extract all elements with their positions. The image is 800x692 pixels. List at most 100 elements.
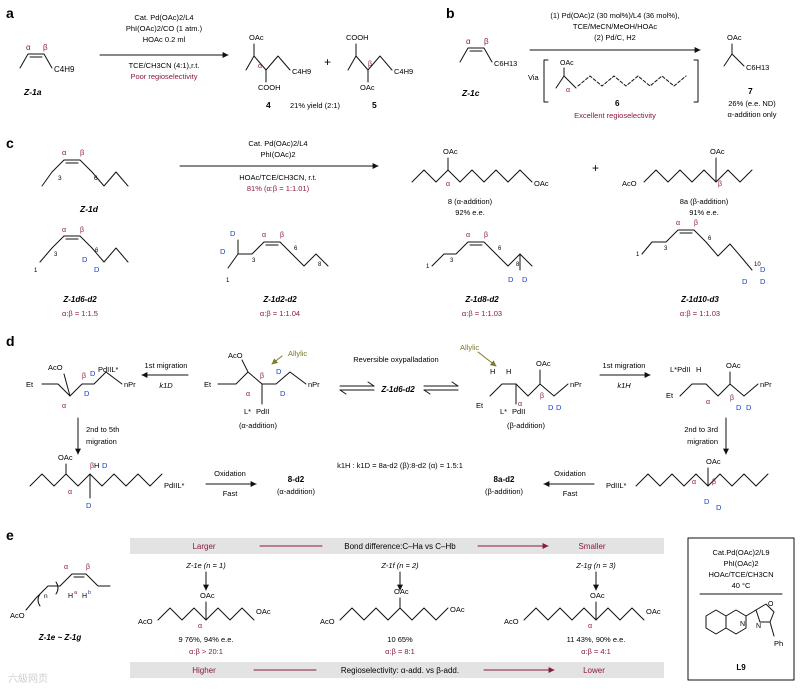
panel-a-letter: a	[6, 5, 14, 21]
svg-text:8: 8	[318, 262, 322, 268]
panel-c-letter: c	[6, 135, 14, 151]
svg-text:6: 6	[95, 248, 99, 254]
svg-text:D: D	[102, 461, 108, 470]
d-allylic-left: Allylic	[288, 349, 307, 358]
svg-text:PdII: PdII	[256, 407, 269, 416]
svg-text:N: N	[756, 623, 761, 630]
svg-text:AcO: AcO	[504, 617, 519, 626]
svg-text:AcO: AcO	[10, 611, 25, 620]
d-mig-left-1: 2nd to 5th	[86, 425, 119, 434]
cond-c-1: Cat. Pd(OAc)2/L4	[248, 139, 307, 148]
svg-text:α: α	[258, 63, 262, 70]
svg-text:D: D	[746, 403, 752, 412]
svg-text:Et: Et	[26, 380, 34, 389]
svg-text:L*PdII: L*PdII	[670, 365, 690, 374]
svg-text:OAc: OAc	[560, 60, 574, 67]
d-left-bottom-structure: OAc α β H D D PdIIL*	[29, 453, 185, 510]
svg-text:L*: L*	[500, 407, 507, 416]
svg-text:α: α	[706, 399, 710, 406]
product-7-structure	[723, 43, 745, 67]
e-box-2: PhI(OAc)2	[723, 559, 758, 568]
svg-text:C6H13: C6H13	[746, 63, 769, 72]
svg-text:10 65%: 10 65%	[387, 635, 413, 644]
svg-text:1: 1	[636, 252, 640, 258]
e-box-3: HOAc/TCE/CH3CN	[708, 570, 773, 579]
yield-a: 21% yield (2:1)	[290, 101, 341, 110]
svg-text:AcO: AcO	[228, 351, 243, 360]
svg-text:D: D	[704, 497, 710, 506]
svg-text:H: H	[506, 367, 511, 376]
e-box-1: Cat.Pd(OAc)2/L9	[712, 548, 769, 557]
svg-text:α:β = 8:1: α:β = 8:1	[385, 647, 415, 656]
svg-text:β: β	[80, 148, 85, 157]
e-conditions-box	[687, 537, 795, 681]
svg-text:OAc: OAc	[200, 591, 215, 600]
panel-e-letter: e	[6, 527, 14, 543]
d-reversible: Reversible oxypalladation	[353, 355, 438, 364]
svg-text:OAc: OAc	[249, 33, 264, 42]
deuterated-substrate-3: α β 1 3 6 8 D D Z-1d8-d2 α:β = 1:1.03	[426, 232, 533, 318]
svg-text:β: β	[260, 373, 264, 380]
svg-text:β: β	[484, 37, 489, 46]
cond-c-2: PhI(OAc)2	[260, 150, 295, 159]
svg-text:OAc: OAc	[706, 457, 721, 466]
d-first-migration-left: 1st migration	[145, 361, 188, 370]
e-top-center: Bond difference:C–Ha vs C–Hb	[344, 542, 456, 551]
svg-text:Z-1d10-d3: Z-1d10-d3	[680, 295, 719, 304]
ligand-l9-structure	[705, 603, 775, 637]
e-box-4: 40 °C	[732, 581, 751, 590]
svg-text:α: α	[198, 623, 202, 630]
svg-text:H: H	[68, 593, 73, 600]
d-left-top-structure: Et AcO α β D D PdIIL* nPr	[26, 363, 136, 410]
svg-text:AcO: AcO	[138, 617, 153, 626]
substrate-1d-structure	[41, 159, 129, 187]
svg-text:n: n	[44, 593, 48, 600]
product-4-label: 4	[266, 100, 271, 110]
svg-text:D: D	[760, 277, 766, 286]
result-b-1: 26% (e.e. ND)	[728, 99, 776, 108]
cond-b-2: TCE/MeCN/MeOH/HOAc	[573, 22, 657, 31]
e-top-bar	[130, 538, 664, 554]
svg-text:OAc: OAc	[58, 453, 73, 462]
svg-text:D: D	[716, 503, 722, 512]
svg-text:α:β > 20:1: α:β > 20:1	[189, 647, 223, 656]
svg-text:D: D	[276, 367, 282, 376]
svg-text:α:β = 1:1.5: α:β = 1:1.5	[62, 309, 98, 318]
svg-text:D: D	[82, 255, 88, 264]
svg-text:9 76%, 94% e.e.: 9 76%, 94% e.e.	[178, 635, 233, 644]
svg-text:PdIIL*: PdIIL*	[98, 365, 119, 374]
svg-text:α: α	[246, 391, 250, 398]
e-ligand-label: L9	[736, 663, 746, 672]
d-prod-left: 8-d2	[288, 475, 305, 484]
svg-text:nPr: nPr	[124, 380, 136, 389]
result-b-2: α-addition only	[728, 110, 777, 119]
d-mig-right-2: migration	[687, 437, 718, 446]
svg-text:α: α	[262, 232, 266, 239]
d-oxidation-right: Oxidation	[554, 469, 586, 478]
cond-a-2: PhI(OAc)2/CO (1 atm.)	[126, 24, 203, 33]
svg-text:D: D	[94, 265, 100, 274]
panel-a: a α β C4H9 Z-1a Cat. Pd(OAc)2/L4 PhI(OAc…	[6, 5, 413, 110]
svg-text:C4H9: C4H9	[54, 65, 75, 74]
svg-text:(α-addition): (α-addition)	[239, 421, 278, 430]
svg-text:Z-1g (n = 3): Z-1g (n = 3)	[575, 561, 616, 570]
svg-text:3: 3	[252, 258, 256, 264]
e-top-left: Larger	[192, 542, 215, 551]
e-bottom-bar	[130, 662, 664, 678]
svg-text:β: β	[82, 373, 86, 380]
svg-text:α: α	[62, 227, 66, 234]
substrate-1c-structure	[459, 47, 493, 63]
svg-text:α:β = 1:1.03: α:β = 1:1.03	[462, 309, 502, 318]
panel-c: c α β 3 6 Z-1d Cat. Pd(OAc)2/L4 PhI(OAc)…	[6, 135, 766, 318]
svg-text:H: H	[94, 461, 99, 470]
svg-text:6: 6	[498, 246, 502, 252]
svg-text:OAc: OAc	[590, 591, 605, 600]
substrate-1a-structure	[19, 53, 53, 69]
svg-text:AcO: AcO	[48, 363, 63, 372]
svg-text:N: N	[740, 621, 745, 628]
product-8-structure	[411, 157, 533, 183]
svg-text:β: β	[484, 232, 488, 239]
deuterated-substrate-4: α β 1 3 6 10 D D D Z-1d10-d3 α:β = 1:1.0…	[636, 220, 766, 318]
svg-text:α: α	[588, 623, 592, 630]
